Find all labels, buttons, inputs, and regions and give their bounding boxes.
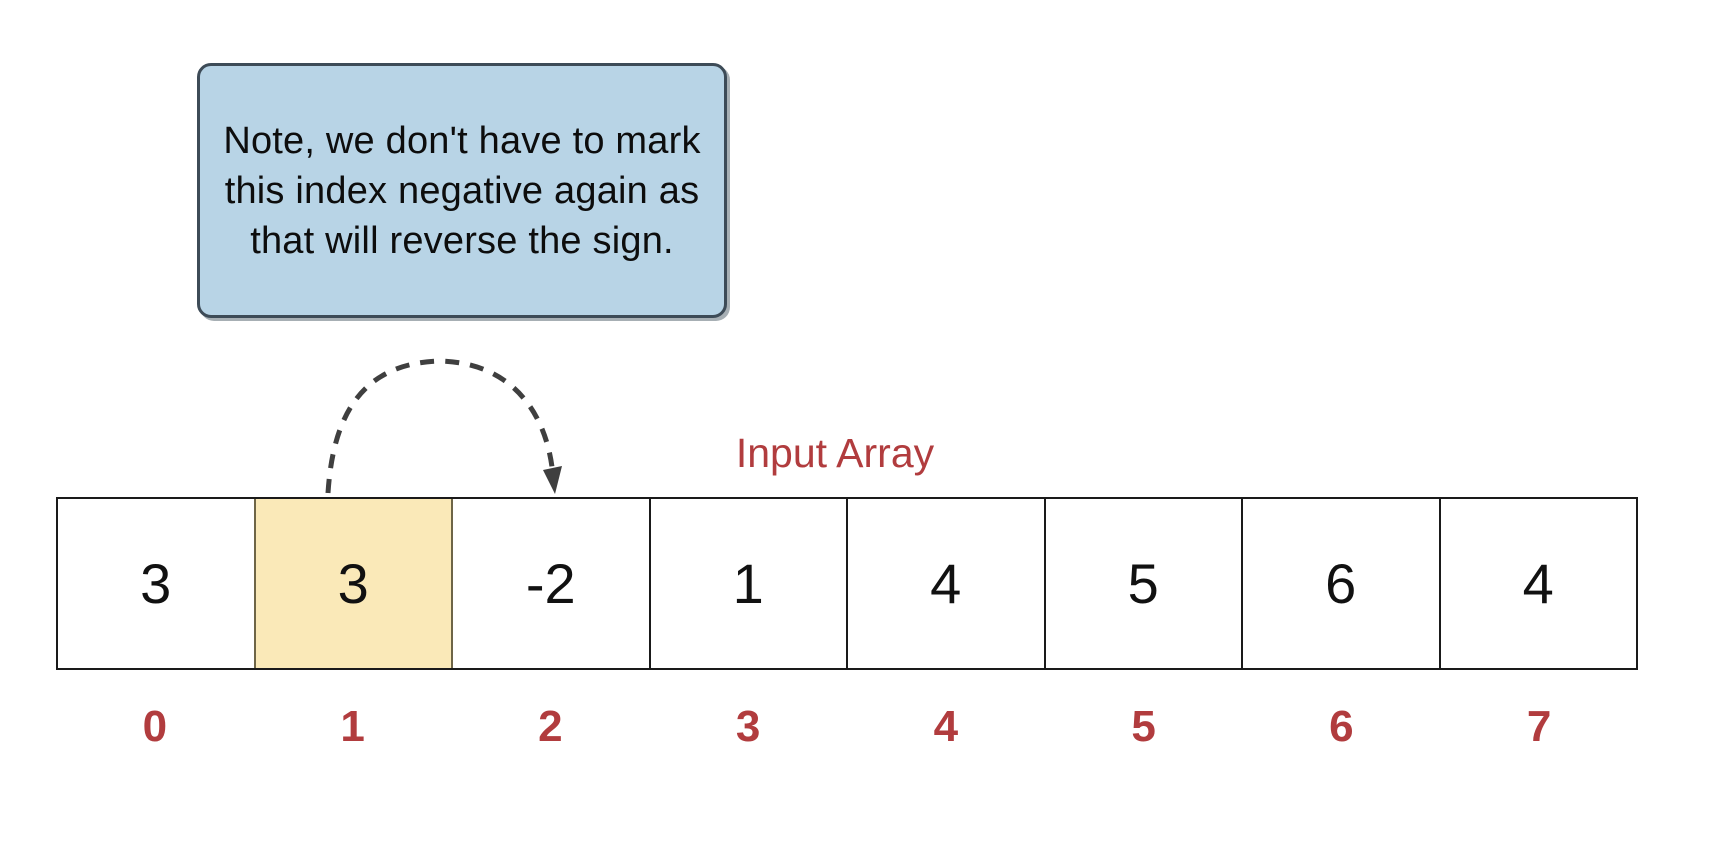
array-cell: 4 bbox=[848, 499, 1046, 668]
array-cell-value: 3 bbox=[337, 552, 369, 615]
array-cell-value: 5 bbox=[1127, 552, 1159, 615]
arrowhead-icon bbox=[543, 466, 562, 494]
note-text-line-1: Note, we don't have to mark bbox=[223, 119, 701, 162]
index-label: 5 bbox=[1131, 702, 1156, 751]
index-label: 6 bbox=[1329, 702, 1354, 751]
array-cell-value: 4 bbox=[1522, 552, 1554, 615]
note-text-line-2: this index negative again as bbox=[224, 169, 700, 212]
array-cell-value: -2 bbox=[525, 552, 576, 615]
array-cell-value: 6 bbox=[1325, 552, 1357, 615]
array-cell-value: 4 bbox=[930, 552, 962, 615]
note-callout: Note, we don't have to mark this index n… bbox=[197, 63, 727, 318]
index-label: 1 bbox=[340, 702, 365, 751]
index-label: 4 bbox=[933, 702, 959, 751]
array-cell: 6 bbox=[1243, 499, 1441, 668]
array-cell: 5 bbox=[1045, 499, 1243, 668]
array-title: Input Array bbox=[735, 430, 935, 476]
array-cell: 3 bbox=[58, 499, 256, 668]
array-cell: 4 bbox=[1440, 499, 1636, 668]
arc-path bbox=[325, 358, 555, 494]
index-label: 2 bbox=[538, 702, 563, 751]
note-text-line-3: that will reverse the sign. bbox=[250, 219, 674, 262]
array-cell: -2 bbox=[453, 499, 651, 668]
index-label: 7 bbox=[1526, 702, 1552, 751]
array-cell-value: 3 bbox=[140, 552, 172, 615]
array-cell-value: 1 bbox=[732, 552, 764, 615]
index-label: 3 bbox=[735, 702, 761, 751]
index-row: 0 1 2 3 4 5 6 7 bbox=[56, 702, 1638, 752]
array-cell: 1 bbox=[650, 499, 848, 668]
array-cell-highlighted: 3 bbox=[253, 499, 453, 668]
input-array-row: 3 3 -2 1 4 5 6 4 bbox=[56, 497, 1638, 670]
index-label: 0 bbox=[142, 702, 168, 751]
note-text: Note, we don't have to mark this index n… bbox=[223, 116, 700, 266]
